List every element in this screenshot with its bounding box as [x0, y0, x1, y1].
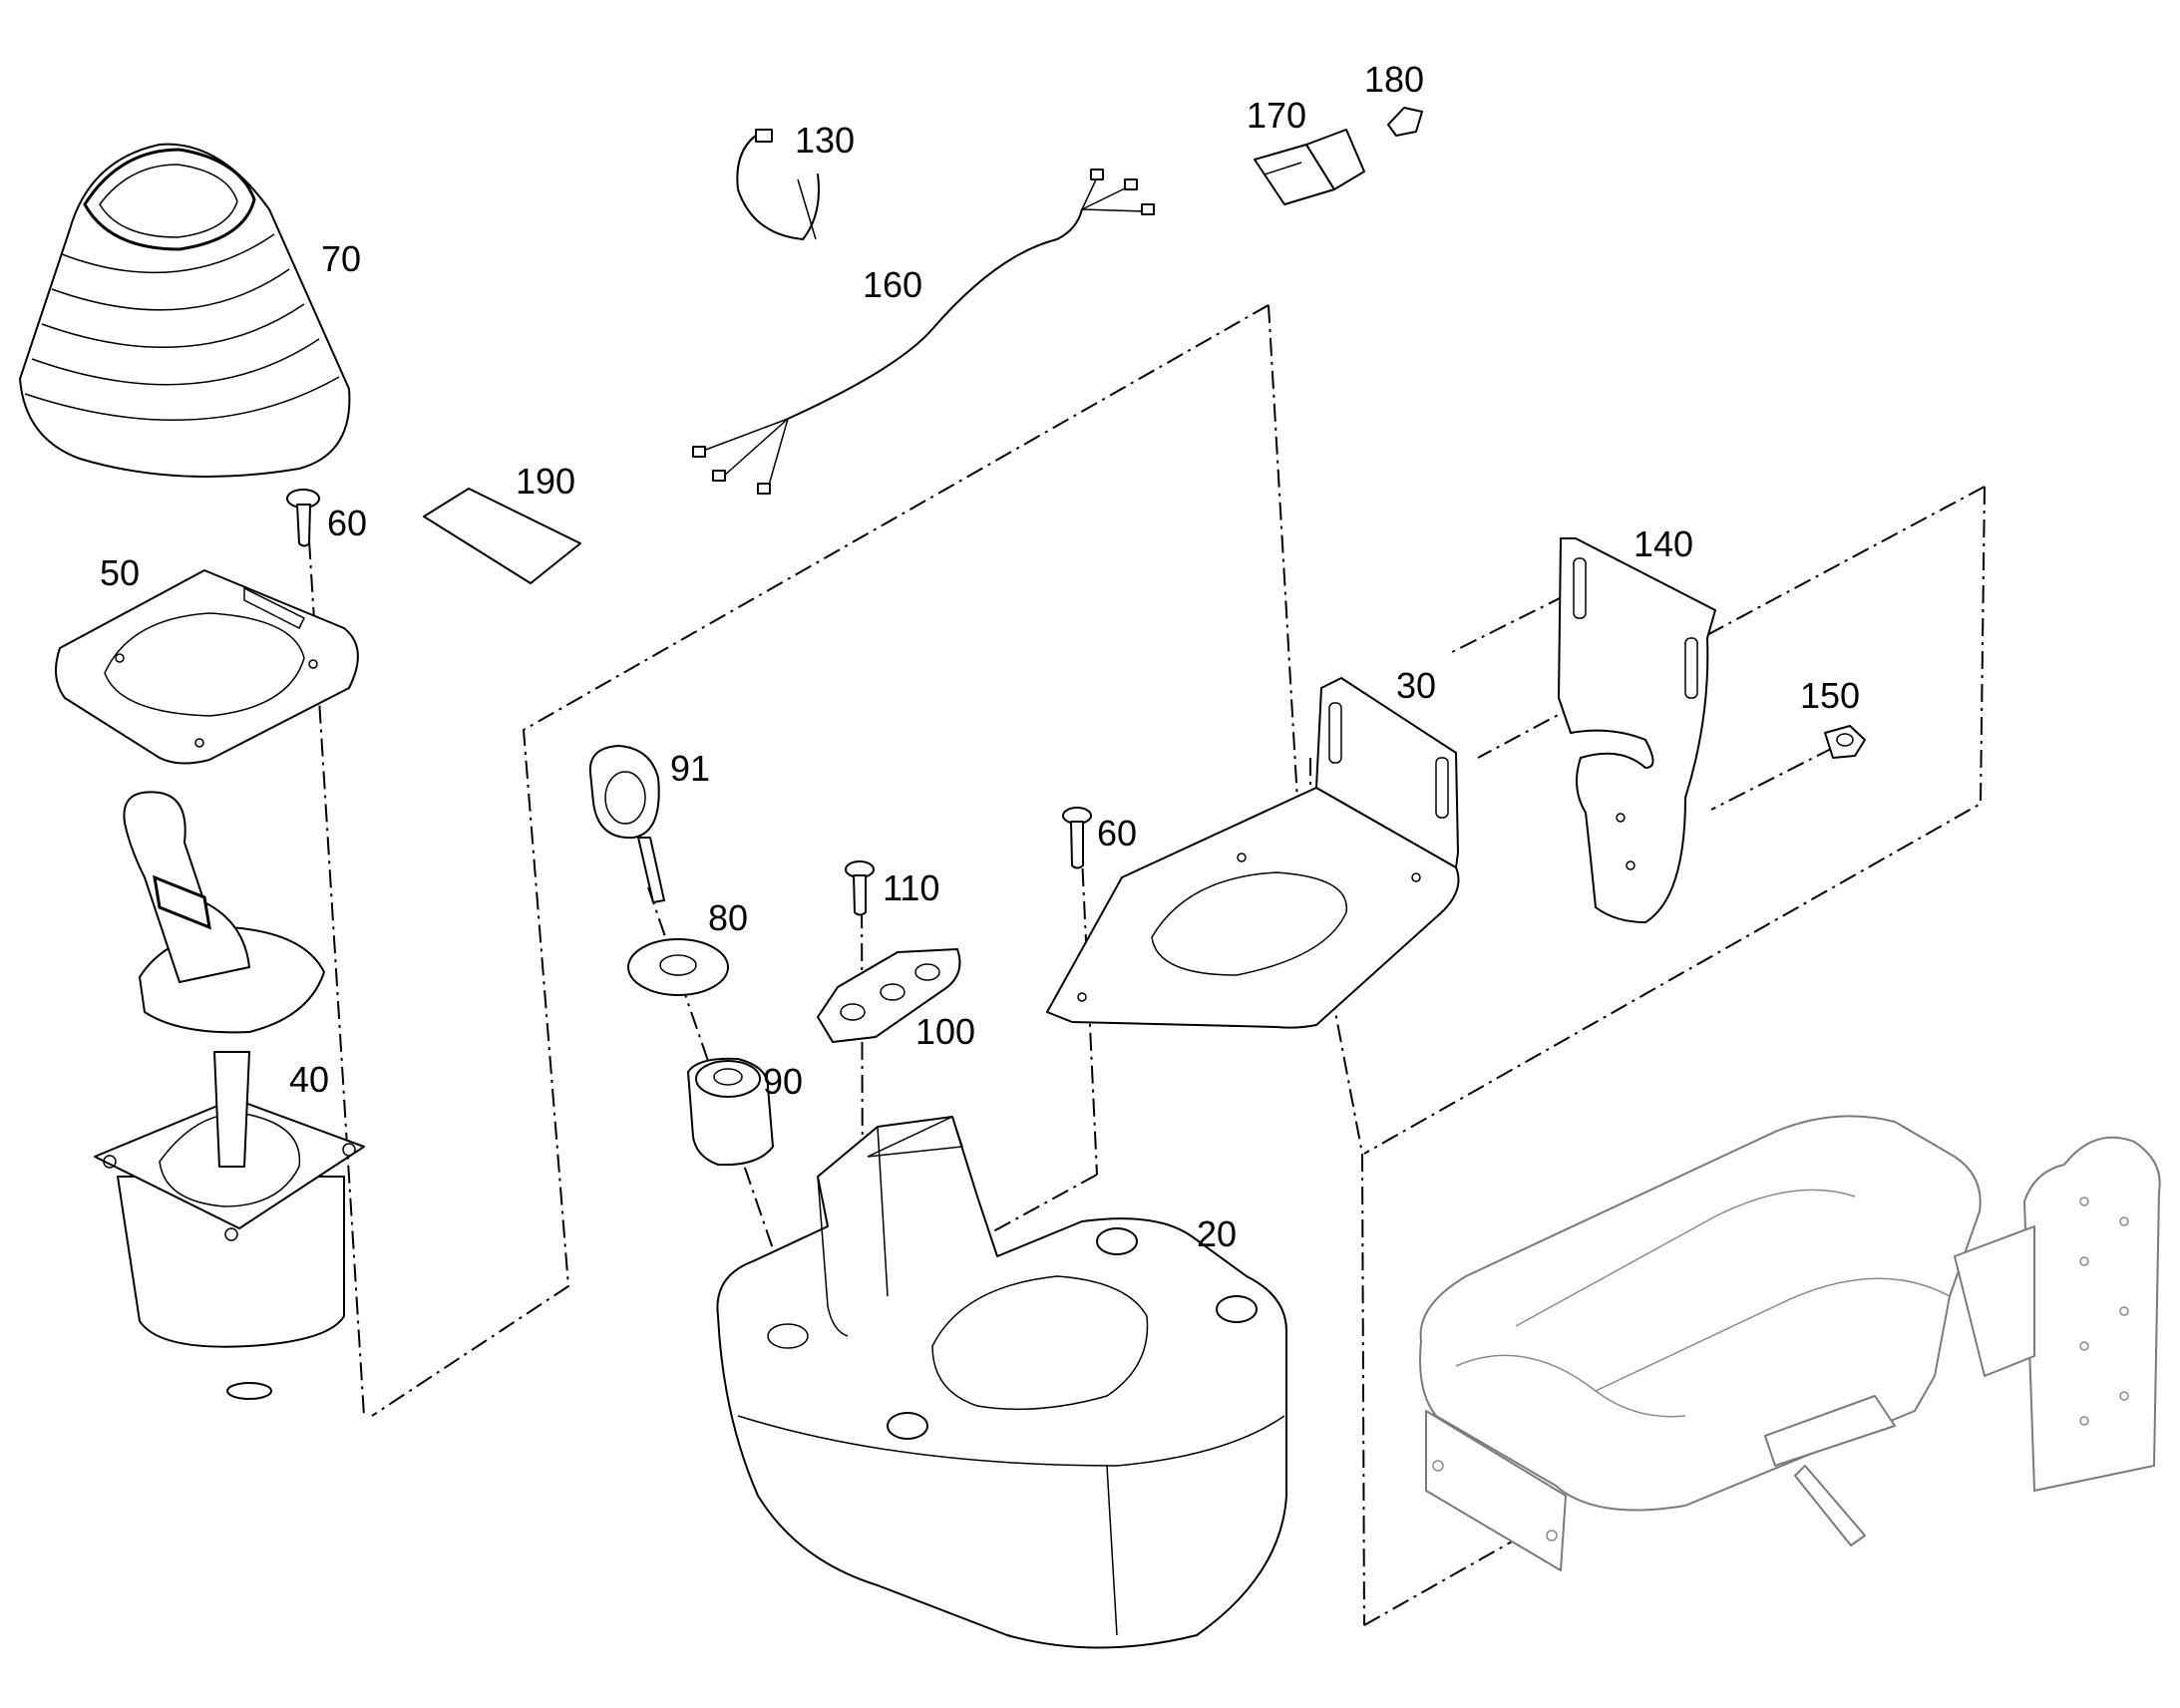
callout-labels: 20 30 40 50 60 60 70 80 90 91 100 110 13… — [100, 59, 1860, 1254]
callout-91: 91 — [670, 748, 710, 789]
wire-harness — [692, 169, 1155, 495]
callout-190: 190 — [516, 461, 575, 502]
seat-bracket — [1046, 677, 1460, 1029]
connector — [1254, 129, 1365, 205]
bolt-150 — [1824, 725, 1866, 759]
mounting-plate-small — [817, 948, 961, 1043]
screw-110 — [845, 860, 875, 916]
callout-160: 160 — [863, 264, 922, 305]
washer — [627, 938, 729, 996]
callout-180: 180 — [1364, 59, 1424, 100]
callout-30: 30 — [1396, 665, 1436, 706]
hinge-plate — [1558, 537, 1716, 923]
callout-140: 140 — [1634, 523, 1693, 564]
screw-60-left — [286, 489, 320, 547]
joystick — [94, 791, 365, 1400]
callout-80: 80 — [708, 897, 748, 938]
flange-plate — [55, 569, 359, 765]
callout-20: 20 — [1197, 1213, 1237, 1254]
screw-60-center — [1062, 807, 1092, 869]
callout-170: 170 — [1247, 95, 1306, 136]
hose-clamp — [736, 129, 820, 240]
callout-90: 90 — [763, 1061, 803, 1102]
wedge-lock — [1387, 107, 1423, 137]
callout-40: 40 — [289, 1059, 329, 1100]
callout-60-center: 60 — [1097, 813, 1137, 854]
callout-110: 110 — [883, 867, 939, 908]
callout-150: 150 — [1800, 675, 1860, 716]
callout-130: 130 — [795, 120, 855, 161]
ignition-switch — [687, 1057, 774, 1167]
seat-ghost — [1419, 1115, 2161, 1571]
ignition-key — [588, 745, 665, 903]
callout-70: 70 — [321, 238, 361, 279]
callout-60-left: 60 — [327, 503, 367, 543]
callout-50: 50 — [100, 552, 140, 593]
bellows-boot — [19, 143, 351, 478]
callout-100: 100 — [915, 1011, 975, 1052]
console-housing — [716, 1115, 1287, 1649]
label-card — [423, 488, 581, 584]
